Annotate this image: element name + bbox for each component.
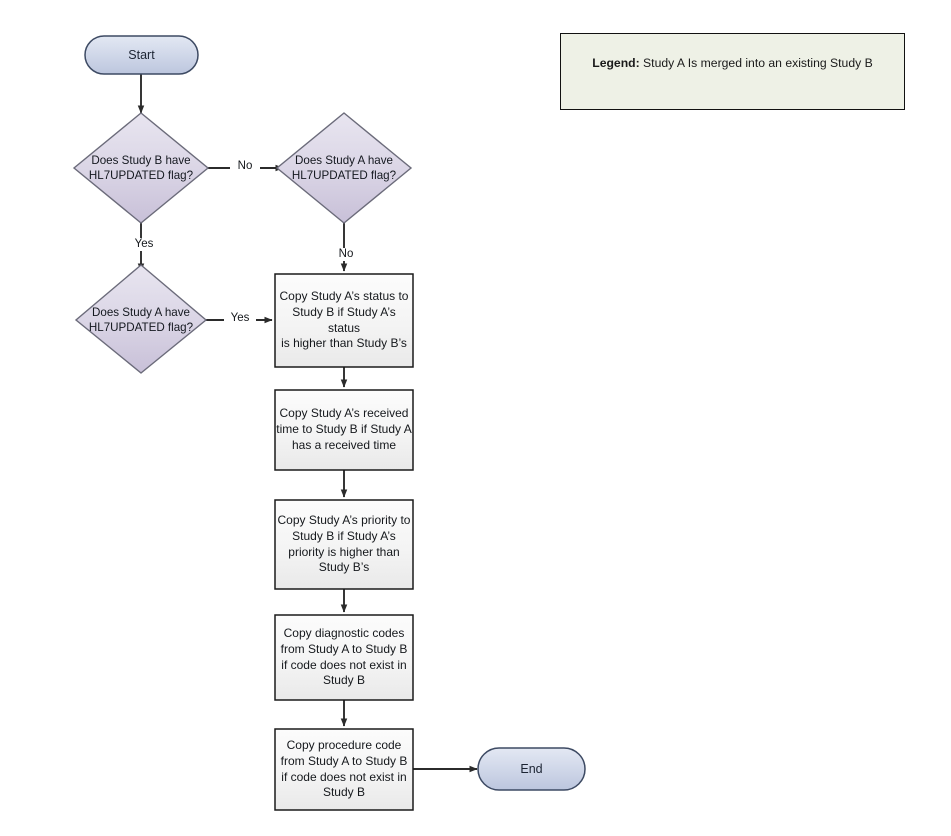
node-decision2[interactable] [275, 112, 413, 224]
legend-label: Legend: [592, 56, 640, 70]
legend-content: Legend: Study A Is merged into an existi… [561, 34, 904, 109]
node-process4[interactable] [274, 614, 414, 701]
node-process1[interactable] [274, 273, 414, 368]
node-decision3[interactable] [74, 264, 208, 374]
node-process3[interactable] [274, 499, 414, 590]
node-start[interactable] [84, 35, 199, 75]
node-process5[interactable] [274, 728, 414, 811]
node-end[interactable] [477, 747, 586, 791]
node-process2[interactable] [274, 389, 414, 471]
node-decision1[interactable] [72, 112, 210, 224]
legend-description: Study A Is merged into an existing Study… [639, 56, 873, 70]
legend-box: Legend: Study A Is merged into an existi… [560, 33, 905, 110]
legend-text-line: Legend: Study A Is merged into an existi… [592, 56, 872, 70]
